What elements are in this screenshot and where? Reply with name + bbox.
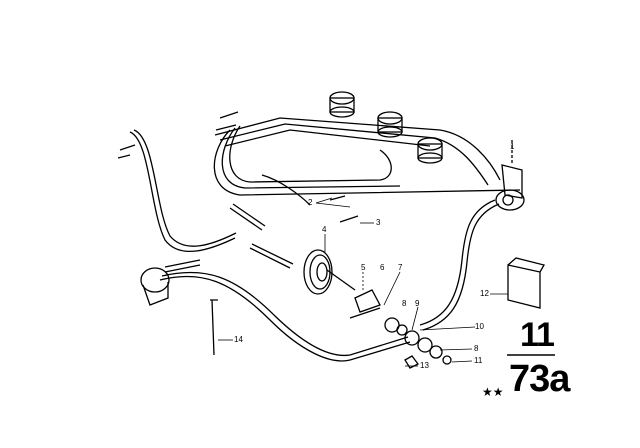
callout-12: 12 xyxy=(480,289,489,298)
callout-9: 9 xyxy=(415,299,420,308)
callout-11: 11 xyxy=(474,356,483,365)
callout-1: 1 xyxy=(510,142,515,151)
callout-6: 6 xyxy=(380,263,385,272)
callout-10: 10 xyxy=(475,322,484,331)
control-unit xyxy=(507,257,545,309)
callout-7: 7 xyxy=(398,263,403,272)
control-valve xyxy=(495,164,525,211)
vacuum-hose-right xyxy=(419,199,496,326)
callout-8: 8 xyxy=(402,299,407,308)
group-number: 11 xyxy=(520,316,555,354)
callout-8b: 8 xyxy=(474,344,479,353)
bracket xyxy=(349,289,381,319)
hose-bundle xyxy=(213,117,521,206)
leader-lines xyxy=(218,197,555,367)
callout-3: 3 xyxy=(376,218,381,227)
callout-5: 5 xyxy=(361,263,366,272)
pressure-switch xyxy=(329,91,443,164)
callout-2: 2 xyxy=(308,198,313,207)
diagram-number: 73a xyxy=(509,358,570,400)
vacuum-actuator xyxy=(140,267,170,306)
marker-stars: ★★ xyxy=(482,385,504,399)
vacuum-hose-lower xyxy=(159,275,411,362)
vacuum-hose-left xyxy=(129,131,236,253)
callout-14: 14 xyxy=(234,335,243,344)
vacuum-diaphragm xyxy=(303,249,356,295)
callout-13: 13 xyxy=(420,361,429,370)
callout-4: 4 xyxy=(322,225,327,234)
